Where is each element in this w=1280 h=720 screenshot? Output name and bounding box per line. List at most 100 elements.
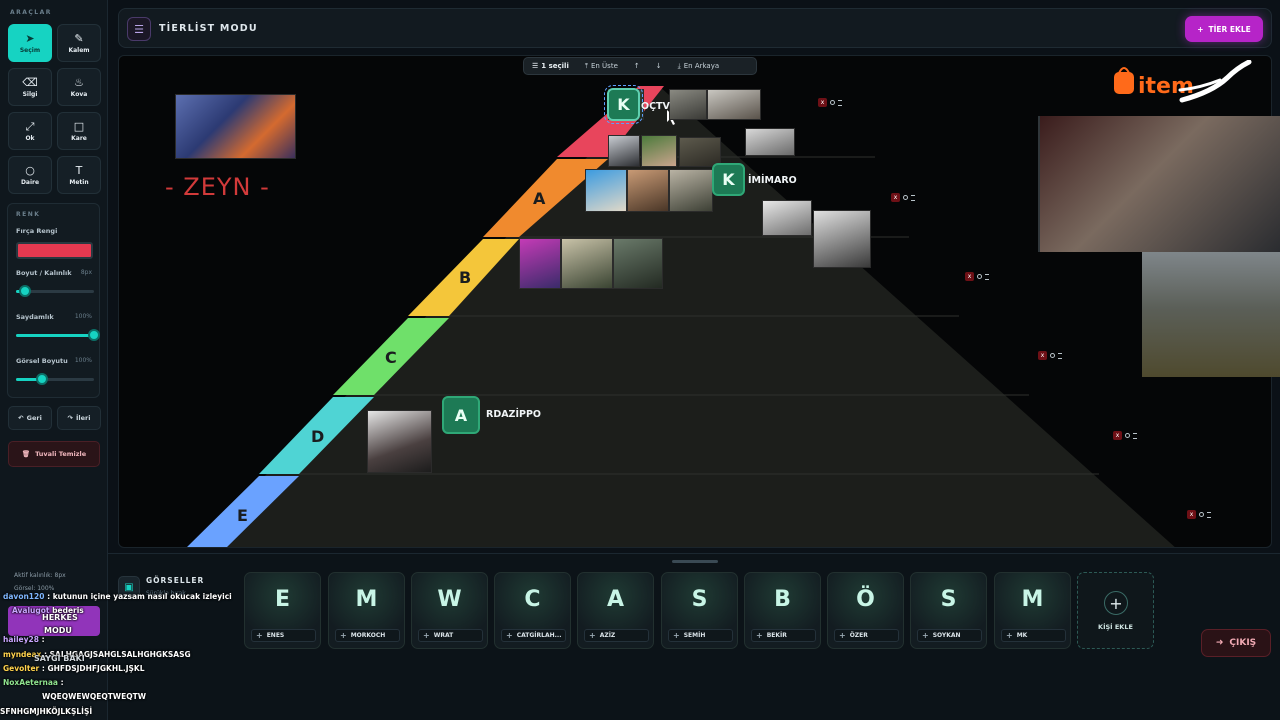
person-photo[interactable]	[613, 238, 663, 289]
size-slider-knob[interactable]	[19, 285, 32, 297]
undo-button[interactable]: ↶ Geri	[8, 406, 52, 430]
card-name-field[interactable]: +WRAT	[418, 629, 483, 642]
color-dot-icon[interactable]	[1050, 353, 1055, 358]
delete-tier-icon[interactable]: x	[891, 193, 900, 202]
person-badge[interactable]: A	[442, 396, 480, 434]
person-badge[interactable]: K	[712, 163, 745, 196]
card-name-field[interactable]: +ENES	[251, 629, 316, 642]
person-photo[interactable]	[679, 137, 721, 167]
drag-handle-icon[interactable]	[985, 273, 989, 280]
panel-resize-handle[interactable]	[672, 560, 718, 563]
color-dot-icon[interactable]	[977, 274, 982, 279]
person-card[interactable]: M+MK	[994, 572, 1071, 649]
move-up-button[interactable]: ↑	[626, 62, 648, 70]
drag-handle-icon[interactable]	[838, 99, 842, 106]
tool-bucket[interactable]: ♨ Kova	[57, 68, 101, 106]
color-dot-icon[interactable]	[1125, 433, 1130, 438]
opacity-slider-knob[interactable]	[88, 329, 100, 341]
color-panel-title: RENK	[16, 211, 41, 218]
delete-tier-icon[interactable]: x	[1187, 510, 1196, 519]
card-name-field[interactable]: +MORKOCH	[335, 629, 400, 642]
person-photo[interactable]	[762, 200, 812, 236]
tier-band-c[interactable]	[333, 318, 449, 395]
card-letter: C	[524, 587, 541, 612]
person-photo[interactable]	[669, 89, 707, 120]
person-photo[interactable]	[519, 238, 561, 289]
tier-band-b[interactable]	[408, 239, 519, 316]
person-photo[interactable]	[707, 89, 761, 120]
person-photo[interactable]	[813, 210, 871, 268]
card-name-field[interactable]: +ÖZER	[834, 629, 899, 642]
person-card[interactable]: S+SOYKAN	[910, 572, 987, 649]
drag-handle-icon[interactable]	[1058, 352, 1062, 359]
card-name-field[interactable]: +MK	[1001, 629, 1066, 642]
card-letter: B	[774, 587, 791, 612]
color-dot-icon[interactable]	[1199, 512, 1204, 517]
person-card[interactable]: S+SEMİH	[661, 572, 738, 649]
clear-canvas-button[interactable]: 🗑 Tuvali Temizle	[8, 441, 100, 467]
plus-icon: +	[1197, 24, 1204, 34]
pasted-image[interactable]	[175, 94, 296, 159]
card-name-field[interactable]: +AZİZ	[584, 629, 649, 642]
person-card[interactable]: Ö+ÖZER	[827, 572, 904, 649]
card-name-field[interactable]: +SEMİH	[668, 629, 733, 642]
color-dot-icon[interactable]	[903, 195, 908, 200]
delete-tier-icon[interactable]: x	[1113, 431, 1122, 440]
add-person-button[interactable]: + KİŞİ EKLE	[1077, 572, 1154, 649]
tool-circle-label: Daire	[20, 179, 40, 186]
tier-controls: x	[965, 272, 989, 281]
tool-select[interactable]: ➤ Seçim	[8, 24, 52, 62]
move-down-button[interactable]: ↓	[648, 62, 670, 70]
delete-tier-icon[interactable]: x	[818, 98, 827, 107]
card-name-field[interactable]: +CATGİRLAH...	[501, 629, 566, 642]
person-photo[interactable]	[608, 135, 640, 167]
exit-button[interactable]: ➜ ÇIKIŞ	[1201, 629, 1271, 657]
person-card[interactable]: C +CATGİRLAH...	[494, 572, 571, 649]
drag-handle-icon[interactable]	[1133, 432, 1137, 439]
delete-tier-icon[interactable]: x	[1038, 351, 1047, 360]
person-card[interactable]: B +BEKİR	[744, 572, 821, 649]
image-size-slider-knob[interactable]	[35, 373, 48, 385]
person-photo[interactable]	[585, 169, 627, 212]
person-photo[interactable]	[627, 169, 669, 212]
tool-arrow[interactable]: ⤢ Ok	[8, 112, 52, 150]
tier-band-d[interactable]	[259, 397, 374, 474]
redo-button[interactable]: ↷ İleri	[57, 406, 101, 430]
brush-color-swatch[interactable]	[16, 242, 93, 259]
size-slider[interactable]	[16, 285, 94, 297]
bring-to-front-button[interactable]: ⤒En Üste	[577, 62, 626, 71]
card-name-field[interactable]: +SOYKAN	[917, 629, 982, 642]
person-photo[interactable]	[669, 169, 713, 212]
tool-circle[interactable]: ○ Daire	[8, 156, 52, 194]
drawn-text: - ZEYN -	[165, 173, 270, 201]
opacity-slider[interactable]	[16, 329, 100, 341]
person-photo[interactable]	[641, 135, 677, 167]
color-dot-icon[interactable]	[830, 100, 835, 105]
tool-square[interactable]: □ Kare	[57, 112, 101, 150]
person-card[interactable]: W+WRAT	[411, 572, 488, 649]
send-to-back-button[interactable]: ⤓En Arkaya	[670, 62, 728, 71]
add-tier-button[interactable]: + TİER EKLE	[1185, 16, 1263, 42]
tier-band-a[interactable]	[483, 159, 608, 237]
tool-pencil[interactable]: ✎ Kalem	[57, 24, 101, 62]
person-photo[interactable]	[745, 128, 795, 156]
person-photo[interactable]	[367, 410, 432, 473]
image-size-slider[interactable]	[16, 373, 94, 385]
portrait-overlay	[1142, 252, 1280, 377]
person-card[interactable]: A+AZİZ	[577, 572, 654, 649]
drag-handle-icon[interactable]	[911, 194, 915, 201]
card-name-field[interactable]: +BEKİR	[751, 629, 816, 642]
person-card[interactable]: M+MORKOCH	[328, 572, 405, 649]
person-badge[interactable]: K	[604, 85, 643, 124]
badge-letter: A	[454, 405, 468, 425]
drag-handle-icon[interactable]	[1207, 511, 1211, 518]
menu-button[interactable]: ☰	[127, 17, 151, 41]
delete-tier-icon[interactable]: x	[965, 272, 974, 281]
tool-eraser[interactable]: ⌫ Silgi	[8, 68, 52, 106]
tier-band-e[interactable]	[185, 476, 299, 548]
person-card[interactable]: E+ENES	[244, 572, 321, 649]
tool-text[interactable]: T Metin	[57, 156, 101, 194]
person-photo[interactable]	[561, 238, 613, 289]
plus-icon: +	[506, 631, 513, 640]
